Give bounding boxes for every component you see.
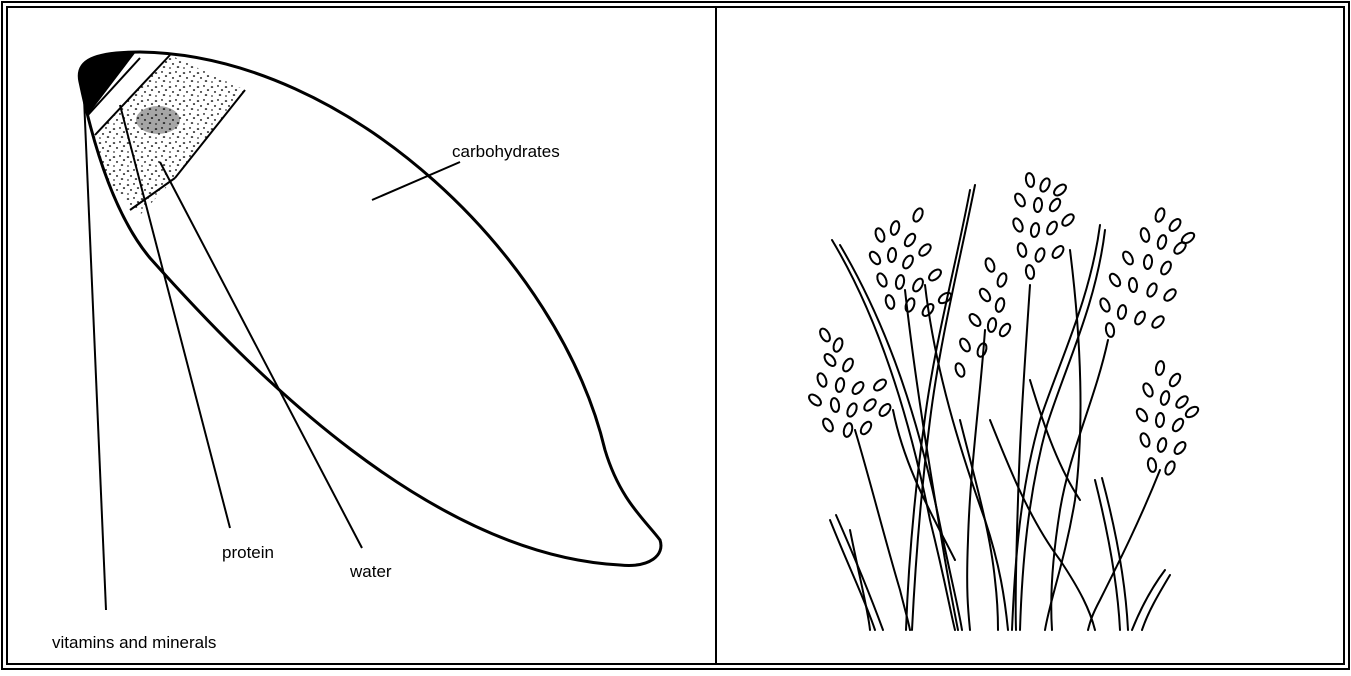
water-leader: [160, 162, 362, 548]
seed-head-6: [1135, 360, 1200, 476]
grass-plant-icon: [807, 172, 1200, 630]
label-protein: protein: [222, 543, 274, 562]
seed-head-2: [868, 207, 953, 318]
label-water: water: [349, 562, 392, 581]
seed-head-1: [807, 327, 892, 438]
label-carbohydrates: carbohydrates: [452, 142, 560, 161]
seed-head-4: [1011, 172, 1075, 279]
grain-diagram: carbohydrates protein water vitamins and…: [52, 40, 661, 652]
seed-head-5: [1098, 207, 1196, 338]
label-vitamins-and-minerals: vitamins and minerals: [52, 633, 216, 652]
vitamins-leader: [84, 98, 106, 610]
